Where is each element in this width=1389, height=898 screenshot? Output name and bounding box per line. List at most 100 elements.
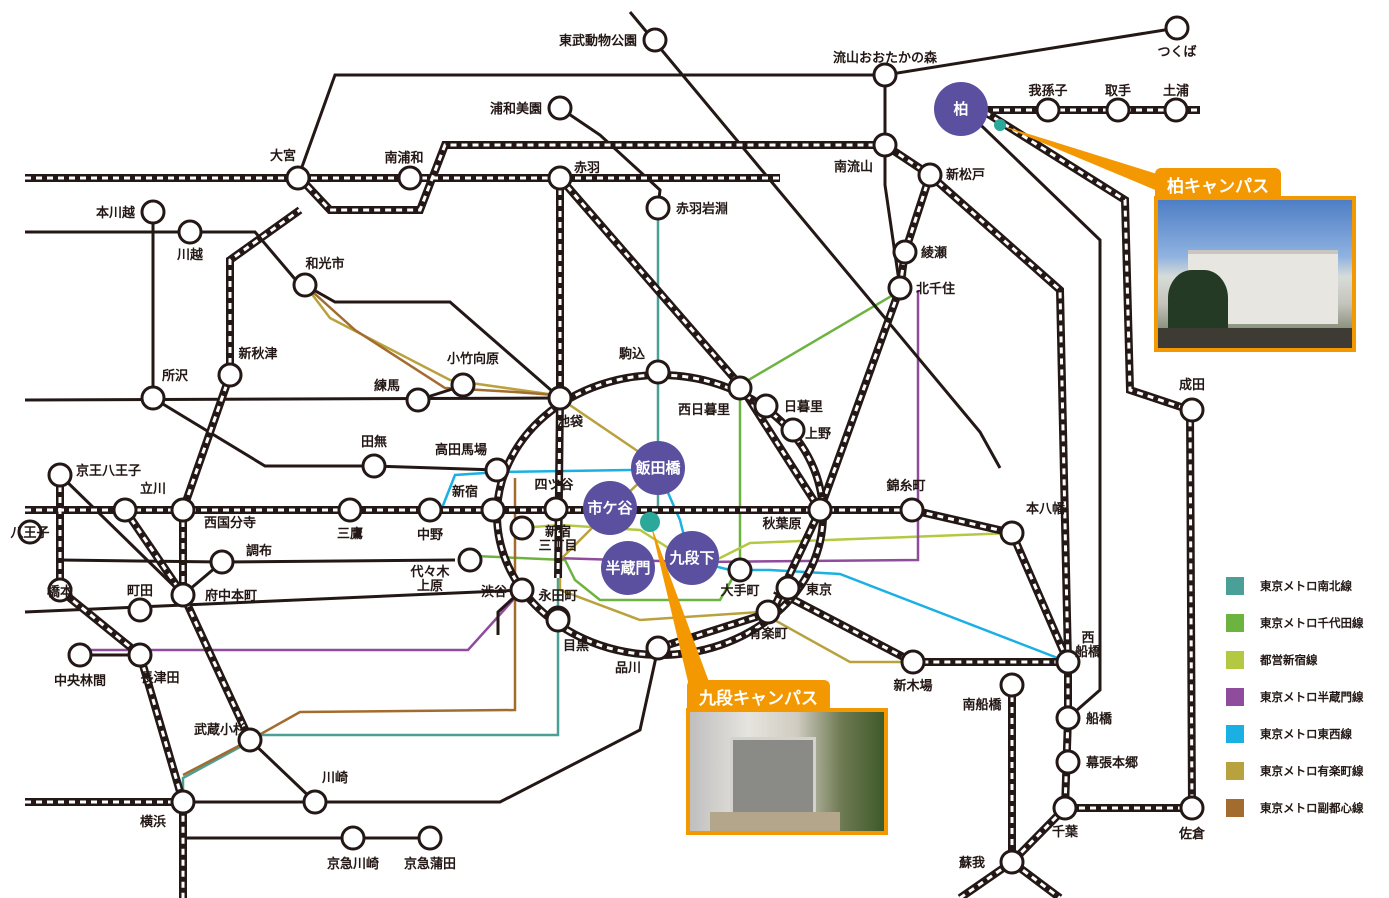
station-label-takadanobaba: 高田馬場 <box>435 442 487 458</box>
station-marker-yurakucho[interactable] <box>755 599 781 625</box>
station-marker-ikebukuro[interactable] <box>547 385 573 411</box>
station-label-mitaka: 三鷹 <box>337 526 363 542</box>
station-marker-kinshicho[interactable] <box>899 497 925 523</box>
station-marker-nagareyama[interactable] <box>872 62 898 88</box>
station-marker-makuhari-hongo[interactable] <box>1055 749 1081 775</box>
station-marker-chuo-rinkan[interactable] <box>67 642 93 668</box>
station-marker-akihabara[interactable] <box>807 497 833 523</box>
station-marker-minami-funabashi[interactable] <box>999 672 1025 698</box>
station-marker-keikyu-kamata[interactable] <box>417 825 443 851</box>
legend-label: 都営新宿線 <box>1260 652 1318 667</box>
station-marker-kotake-mukaihara[interactable] <box>450 372 476 398</box>
legend-swatch <box>1226 798 1244 817</box>
station-marker-yoyogi-uehara[interactable] <box>457 547 483 573</box>
station-marker-sakura[interactable] <box>1179 795 1205 821</box>
station-marker-nakano[interactable] <box>417 497 443 523</box>
station-marker-funabashi[interactable] <box>1055 705 1081 731</box>
hub-station-hanzomon[interactable] <box>601 541 655 595</box>
station-label-yoyogi-uehara: 代々木上原 <box>409 564 450 594</box>
kashiwa-campus-title[interactable]: 柏キャンパス <box>1155 168 1281 201</box>
station-marker-kita-senju[interactable] <box>887 275 913 301</box>
station-marker-urawa-misono[interactable] <box>547 95 573 121</box>
legend-swatch <box>1226 650 1244 669</box>
station-marker-keio-hachioji[interactable] <box>47 462 73 488</box>
station-marker-ueno[interactable] <box>780 417 806 443</box>
hub-station-iidabashi[interactable] <box>631 441 685 495</box>
legend-item: 東京メトロ副都心線 <box>1226 789 1364 826</box>
station-marker-shin-kiba[interactable] <box>900 649 926 675</box>
station-marker-shinjuku[interactable] <box>480 497 506 523</box>
station-label-nagatacho: 永田町 <box>537 588 577 604</box>
station-marker-hachioji[interactable] <box>17 519 43 545</box>
station-marker-shibuya[interactable] <box>509 577 535 603</box>
station-marker-tokorozawa[interactable] <box>140 385 166 411</box>
station-marker-nagatsuta[interactable] <box>127 642 153 668</box>
station-label-otemachi: 大手町 <box>720 583 759 599</box>
station-marker-nishi-funabashi[interactable] <box>1055 649 1081 675</box>
station-marker-tobu-zoo[interactable] <box>642 27 668 53</box>
station-label-hachioji: 八王子 <box>9 526 49 541</box>
station-label-wakoshi: 和光市 <box>305 256 344 272</box>
station-marker-nippori[interactable] <box>753 393 779 419</box>
station-marker-kawasaki[interactable] <box>302 789 328 815</box>
kudan-campus-photo <box>686 708 888 835</box>
station-marker-akabane-iwabuchi[interactable] <box>645 195 671 221</box>
station-marker-chofu[interactable] <box>209 549 235 575</box>
legend-label: 東京メトロ半蔵門線 <box>1260 689 1364 704</box>
station-label-tsukuba: つくば <box>1157 45 1196 60</box>
station-marker-minami-nagareyama[interactable] <box>872 132 898 158</box>
legend-item: 東京メトロ南北線 <box>1226 567 1364 604</box>
station-marker-shin-matsudo[interactable] <box>917 162 943 188</box>
station-label-minami-funabashi: 南船橋 <box>962 697 1002 713</box>
station-marker-minami-urawa[interactable] <box>397 165 423 191</box>
station-marker-mitaka[interactable] <box>337 497 363 523</box>
station-marker-tsukuba[interactable] <box>1164 15 1190 41</box>
station-marker-kawagoe[interactable] <box>177 219 203 245</box>
station-marker-nishi-kokubunji[interactable] <box>170 497 196 523</box>
station-marker-omiya[interactable] <box>285 165 311 191</box>
station-marker-motokawagoe[interactable] <box>140 199 166 225</box>
station-marker-otemachi[interactable] <box>727 557 753 583</box>
station-marker-meguro[interactable] <box>545 607 571 633</box>
legend-item: 都営新宿線 <box>1226 641 1364 678</box>
station-marker-musashi-kosugi[interactable] <box>237 727 263 753</box>
station-marker-toride[interactable] <box>1105 97 1131 123</box>
station-marker-yotsuya[interactable] <box>543 496 569 522</box>
station-marker-machida[interactable] <box>127 597 153 623</box>
station-marker-keikyu-kawasaki[interactable] <box>340 825 366 851</box>
station-marker-tokyo[interactable] <box>775 575 801 601</box>
legend: 東京メトロ南北線 東京メトロ千代田線 都営新宿線 東京メトロ半蔵門線 東京メトロ… <box>1226 567 1364 826</box>
legend-label: 東京メトロ千代田線 <box>1260 615 1364 630</box>
station-marker-tsuchiura[interactable] <box>1163 97 1189 123</box>
station-marker-shin-akitsu[interactable] <box>217 362 243 388</box>
station-marker-yokohama[interactable] <box>170 789 196 815</box>
legend-item: 東京メトロ半蔵門線 <box>1226 678 1364 715</box>
station-marker-wakoshi[interactable] <box>292 272 318 298</box>
station-marker-hashimoto[interactable] <box>47 577 73 603</box>
station-label-chofu: 調布 <box>246 543 272 559</box>
hub-station-ichigaya[interactable] <box>583 481 637 535</box>
station-marker-abiko[interactable] <box>1035 97 1061 123</box>
station-marker-akabane[interactable] <box>547 165 573 191</box>
station-marker-chiba[interactable] <box>1052 795 1078 821</box>
station-marker-ayase[interactable] <box>892 239 918 265</box>
kudan-campus-title[interactable]: 九段キャンパス <box>687 680 830 713</box>
station-marker-komagome[interactable] <box>645 359 671 385</box>
station-marker-shinagawa[interactable] <box>645 635 671 661</box>
station-marker-nerima[interactable] <box>405 387 431 413</box>
station-marker-tanashi[interactable] <box>361 453 387 479</box>
station-marker-narita[interactable] <box>1179 397 1205 423</box>
station-marker-nishi-nippori[interactable] <box>727 375 753 401</box>
station-label-nagareyama: 流山おおたかの森 <box>833 50 938 66</box>
hub-station-label-hanzomon: 半蔵門 <box>605 559 650 577</box>
kudan-pointer <box>650 522 712 690</box>
station-marker-fuchu-honmachi[interactable] <box>170 582 196 608</box>
station-marker-takadanobaba[interactable] <box>484 457 510 483</box>
hub-station-kashiwa[interactable] <box>934 82 988 136</box>
station-marker-soga[interactable] <box>999 849 1025 875</box>
hub-station-kudanshita[interactable] <box>665 531 719 585</box>
station-marker-tachikawa[interactable] <box>112 497 138 523</box>
station-marker-shinjuku-sanchome[interactable] <box>509 515 535 541</box>
station-marker-motoyawata[interactable] <box>999 520 1025 546</box>
